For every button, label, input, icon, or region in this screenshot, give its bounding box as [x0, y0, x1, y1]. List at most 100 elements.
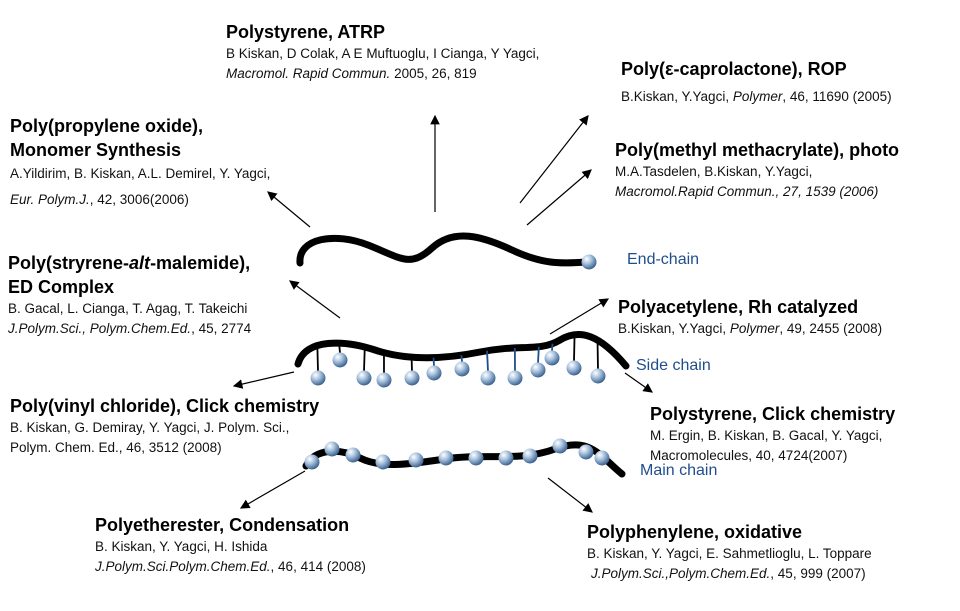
entry-journal: Macromol.Rapid Commun., 27, 1539 (2006): [615, 184, 879, 199]
main-chain-sphere: [594, 450, 610, 466]
arrow-pcl: [519, 115, 589, 204]
arrow-pee: [239, 470, 306, 509]
main-chain-sphere: [324, 441, 340, 457]
side-chain-link: [573, 334, 576, 362]
side-chain-sphere: [544, 350, 560, 366]
entry-title: Poly(propylene oxide),: [10, 116, 204, 136]
arrow-pa: [549, 298, 610, 335]
title-part-italic: alt: [129, 253, 151, 273]
side-chain-link: [486, 350, 489, 372]
side-chain-sphere: [530, 362, 546, 378]
entry-journal: Eur. Polym.J.: [10, 192, 90, 207]
side-chain-sphere: [376, 372, 392, 388]
entry-ref: , 42, 3006(2006): [89, 192, 189, 207]
entry-ref: , 46, 414 (2008): [270, 559, 366, 574]
title-part: Poly(stryrene-: [8, 253, 130, 273]
side-chain-polymer: [294, 330, 630, 388]
main-chain-sphere: [438, 450, 454, 466]
main-chain-sphere: [498, 450, 514, 466]
entry-authors: B. Kiskan, G. Demiray, Y. Yagci, J. Poly…: [10, 420, 290, 435]
side-chain-sphere: [566, 360, 582, 376]
entry-title: Polystyrene, ATRP: [226, 22, 386, 42]
side-chain-sphere: [356, 370, 372, 386]
entry-authors: B Kiskan, D Colak, A E Muftuoglu, I Cian…: [226, 46, 540, 61]
entry-title: Polystyrene, Click chemistry: [650, 404, 896, 424]
entry-ref: , 46, 11690 (2005): [782, 89, 892, 104]
arrows: [232, 114, 653, 513]
psma-entry: Poly(stryrene-alt-malemide), ED Complex …: [8, 251, 251, 339]
pvc-entry: Poly(vinyl chloride), Click chemistry B.…: [10, 394, 319, 458]
entry-ref: 2005, 26, 819: [390, 66, 477, 81]
main-chain-sphere: [578, 444, 594, 460]
ppo-entry: Poly(propylene oxide), Monomer Synthesis…: [10, 114, 270, 210]
entry-authors: A.Yildirim, B. Kiskan, A.L. Demirel, Y. …: [10, 166, 271, 181]
entry-journal: Polymer: [732, 89, 783, 104]
ps-atrp-entry: Polystyrene, ATRP B Kiskan, D Colak, A E…: [226, 20, 539, 84]
entry-authors: B. Kiskan, Y. Yagci, E. Sahmetlioglu, L.…: [587, 546, 872, 561]
arrow-psma: [289, 280, 341, 319]
side-chain-sphere: [310, 370, 326, 386]
end-chain-polymer: [296, 232, 597, 270]
entry-authors: B. Gacal, L. Cianga, T. Agag, T. Takeich…: [8, 301, 248, 316]
entry-authors: M. Ergin, B. Kiskan, B. Gacal, Y. Yagci,: [650, 428, 883, 443]
arrow-pmma: [526, 169, 592, 226]
entry-title: Polyacetylene, Rh catalyzed: [618, 297, 859, 317]
pee-entry: Polyetherester, Condensation B. Kiskan, …: [95, 513, 366, 577]
ps-click-entry: Polystyrene, Click chemistry M. Ergin, B…: [650, 402, 895, 466]
main-chain-sphere: [304, 454, 320, 470]
entry-title: Polyetherester, Condensation: [95, 515, 350, 535]
side-chain-link: [460, 355, 463, 363]
entry-title: Poly(methyl methacrylate), photo: [615, 140, 900, 160]
main-chain-sphere: [468, 450, 484, 466]
entry-journal: J.Polym.Sci., Polym.Chem.Ed.: [8, 321, 192, 336]
side-chain-sphere: [454, 361, 470, 377]
arrow-pp: [547, 477, 593, 513]
main-chain-label: Main chain: [640, 462, 718, 479]
main-chain-sphere: [552, 438, 568, 454]
main-chain-polymer: [302, 438, 626, 478]
entry-title: Polyphenylene, oxidative: [587, 522, 803, 542]
title-part: -malemide),: [150, 253, 251, 273]
entry-authors: B.Kiskan, Y.Yagci,: [618, 321, 730, 336]
entry-title-line2: Monomer Synthesis: [10, 140, 182, 160]
entry-ref: Polym. Chem. Ed., 46, 3512 (2008): [10, 440, 222, 455]
entry-title-line2: ED Complex: [8, 277, 115, 297]
side-chain-link: [316, 345, 319, 372]
main-chain-sphere: [345, 447, 361, 463]
entry-journal: Polymer: [729, 321, 780, 336]
entry-title: Poly(stryrene-alt-malemide),: [8, 251, 251, 275]
entry-ref: Macromolecules, 40, 4724(2007): [650, 448, 848, 463]
pcl-entry: Poly(ε-caprolactone), ROP B.Kiskan, Y.Ya…: [621, 57, 892, 107]
entry-title: Poly(ε-caprolactone), ROP: [621, 59, 847, 79]
entry-journal: J.Polym.Sci.,Polym.Chem.Ed.: [591, 566, 771, 581]
entry-authors: B.Kiskan, Y.Yagci,: [621, 89, 733, 104]
main-chain-sphere: [408, 452, 424, 468]
side-chain-sphere: [480, 370, 496, 386]
entry-journal: J.Polym.Sci.Polym.Chem.Ed.: [95, 559, 271, 574]
arrow-ps-click: [624, 372, 653, 393]
side-chain-link: [537, 346, 540, 364]
side-chain-sphere: [404, 370, 420, 386]
side-chain-label: Side chain: [636, 357, 711, 374]
arrow-ppo: [267, 191, 311, 228]
entry-authors: M.A.Tasdelen, B.Kiskan, Y.Yagci,: [615, 164, 813, 179]
entry-journal: Macromol. Rapid Commun.: [226, 66, 391, 81]
pa-entry: Polyacetylene, Rh catalyzed B.Kiskan, Y.…: [618, 295, 882, 339]
main-chain-sphere: [522, 448, 538, 464]
arrow-pvc: [232, 371, 295, 389]
side-chain-link: [363, 346, 366, 372]
pp-entry: Polyphenylene, oxidative B. Kiskan, Y. Y…: [587, 520, 872, 584]
entry-ref: , 45, 2774: [191, 321, 252, 336]
entry-ref: , 45, 999 (2007): [770, 566, 866, 581]
entry-title: Poly(vinyl chloride), Click chemistry: [10, 396, 320, 416]
side-chain-sphere: [590, 368, 606, 384]
main-chain-sphere: [375, 454, 391, 470]
side-chain-sphere: [426, 365, 442, 381]
entry-authors: B. Kiskan, Y. Yagci, H. Ishida: [95, 539, 268, 554]
side-chain-sphere: [507, 370, 523, 386]
pmma-entry: Poly(methyl methacrylate), photo M.A.Tas…: [615, 138, 899, 202]
entry-ref: , 49, 2455 (2008): [779, 321, 883, 336]
side-chain-link: [338, 343, 341, 354]
